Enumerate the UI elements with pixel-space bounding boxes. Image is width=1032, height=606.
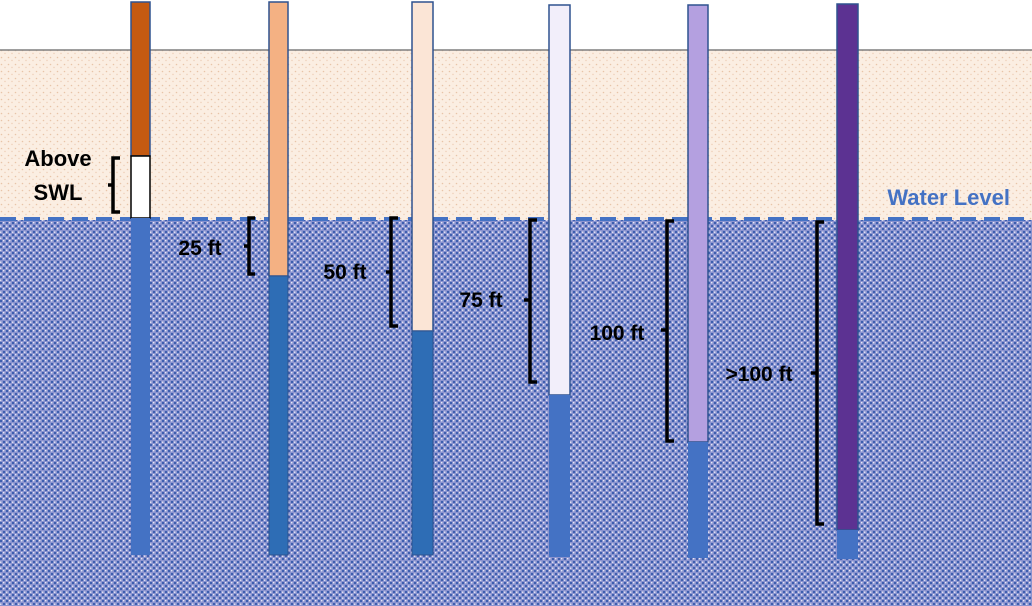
water-level-label: Water Level bbox=[887, 185, 1010, 210]
well-above-swl: Above SWL bbox=[24, 1, 151, 555]
bracket-50-ft bbox=[386, 216, 398, 328]
well-screen bbox=[549, 395, 570, 557]
unsaturated-zone bbox=[0, 50, 1032, 220]
depth-label-75: 75 ft bbox=[459, 289, 502, 312]
depth-label-50: 50 ft bbox=[323, 261, 366, 284]
depth-label-over-100: >100 ft bbox=[725, 363, 792, 386]
bracket-25-ft bbox=[244, 216, 255, 276]
well-screen bbox=[837, 530, 858, 559]
saturated-zone bbox=[0, 220, 1032, 606]
well-casing bbox=[687, 4, 709, 443]
well-screen bbox=[268, 275, 289, 556]
well-casing bbox=[130, 1, 151, 157]
well-casing bbox=[411, 1, 434, 332]
well-open-section bbox=[130, 155, 151, 219]
well-casing bbox=[268, 1, 289, 277]
bracket-over-100-ft bbox=[811, 220, 824, 526]
well-screen bbox=[688, 442, 708, 558]
well-screen bbox=[411, 330, 434, 556]
well-100-ft: 100 ft bbox=[590, 4, 709, 558]
well-50-ft: 50 ft bbox=[323, 1, 434, 556]
well-casing bbox=[548, 4, 571, 396]
bracket-75-ft bbox=[524, 218, 537, 384]
well-screen bbox=[131, 218, 150, 555]
bracket-above-swl bbox=[108, 156, 120, 214]
label-above: Above bbox=[24, 146, 91, 171]
well-75-ft: 75 ft bbox=[459, 4, 571, 557]
depth-label-100: 100 ft bbox=[590, 322, 645, 345]
bracket-100-ft bbox=[661, 219, 674, 443]
well-25-ft: 25 ft bbox=[178, 1, 289, 556]
depth-label-25: 25 ft bbox=[178, 237, 221, 260]
well-over-100-ft: >100 ft bbox=[725, 3, 859, 559]
label-swl: SWL bbox=[34, 180, 83, 205]
well-casing bbox=[836, 3, 859, 531]
